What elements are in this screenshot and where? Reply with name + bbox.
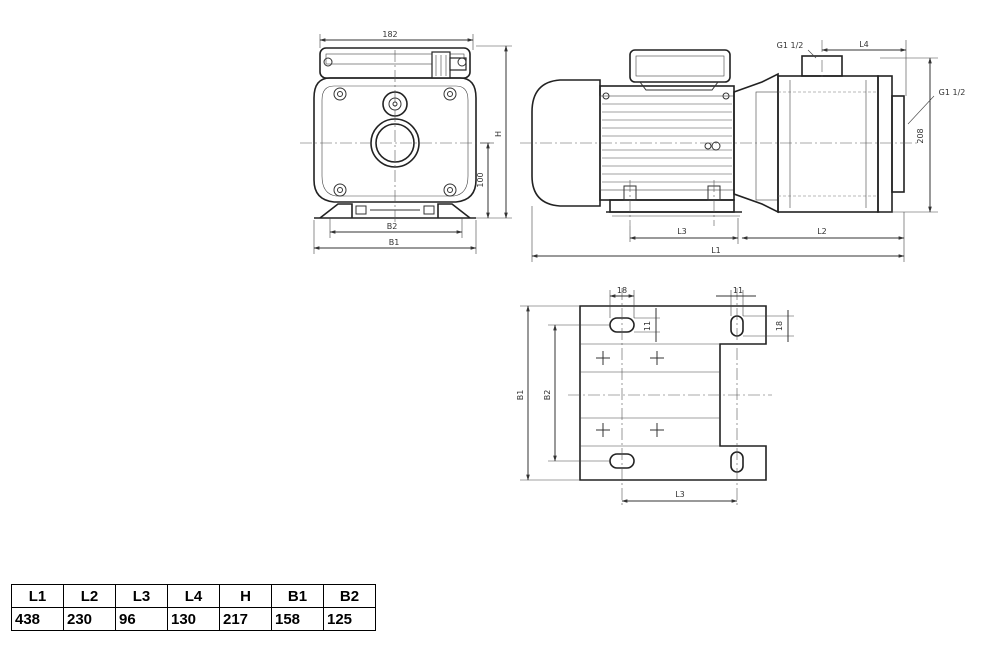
dim-l2-label: L2 (817, 227, 827, 236)
value-b1: 158 (271, 607, 324, 631)
dim-b1-base-label: B1 (516, 390, 525, 401)
side-view: G1 1/2 L4 G1 1/2 208 L3 L2 L1 (520, 40, 965, 262)
dim-182-label: 182 (382, 30, 397, 39)
header-l3: L3 (115, 584, 168, 608)
pump-flange (313, 77, 477, 203)
left-foot (319, 203, 353, 219)
header-l2: L2 (63, 584, 116, 608)
dim-11-top-label: 11 (733, 286, 743, 295)
header-l4: L4 (167, 584, 220, 608)
dim-b1-label: B1 (389, 238, 400, 247)
dim-208-label: 208 (916, 128, 925, 143)
header-l1: L1 (11, 584, 64, 608)
baseplate-side (609, 199, 735, 213)
value-l3: 96 (115, 607, 168, 631)
header-h: H (219, 584, 272, 608)
dim-l3-label: L3 (677, 227, 687, 236)
earth-screw (711, 141, 721, 151)
dim-l3-base-label: L3 (675, 490, 685, 499)
dimension-table: L1 L2 L3 L4 H B1 B2 438 230 96 130 217 1… (11, 584, 376, 631)
dim-b2-label: B2 (387, 222, 398, 231)
dim-l4-label: L4 (859, 40, 869, 49)
baseplate-outline (579, 305, 767, 481)
base-view: 18 11 11 18 B1 B2 L3 (516, 286, 794, 508)
value-h: 217 (219, 607, 272, 631)
header-b2: B2 (323, 584, 376, 608)
terminal-box-side (629, 49, 731, 83)
table-row: 438 230 96 130 217 158 125 (11, 607, 376, 631)
port-top-label: G1 1/2 (777, 41, 804, 50)
value-l4: 130 (167, 607, 220, 631)
fan-cover (531, 79, 601, 207)
dim-100-label: 100 (476, 172, 485, 187)
dim-h-label: H (494, 131, 503, 137)
header-b1: B1 (271, 584, 324, 608)
port-front-label: G1 1/2 (939, 88, 966, 97)
value-l1: 438 (11, 607, 64, 631)
dim-18-top-label: 18 (617, 286, 627, 295)
value-b2: 125 (323, 607, 376, 631)
pump-casing (777, 75, 879, 213)
dim-l1-label: L1 (711, 246, 721, 255)
dim-18-right-label: 18 (775, 321, 784, 331)
front-view: 182 H 100 B2 B1 (300, 30, 512, 254)
dim-11-vert-label: 11 (643, 321, 652, 331)
value-l2: 230 (63, 607, 116, 631)
right-foot (437, 203, 471, 219)
inlet-flange (877, 75, 893, 213)
table-header-row: L1 L2 L3 L4 H B1 B2 (11, 584, 376, 608)
dim-b2-base-label: B2 (543, 390, 552, 401)
